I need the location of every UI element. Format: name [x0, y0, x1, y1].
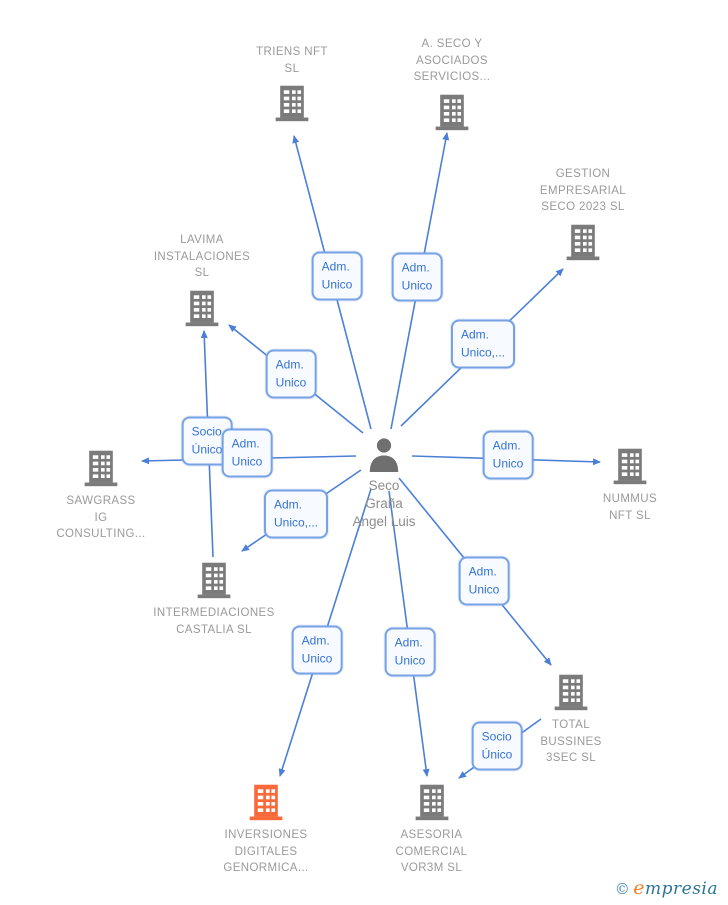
building-icon [84, 450, 118, 487]
person-node-seco-grana-angel-luis[interactable]: Seco Graña Angel Luis [339, 437, 429, 532]
company-name: INTERMEDIACIONES CASTALIA SL [153, 607, 275, 636]
company-node-asesoria-comercial-vor3m[interactable]: ASESORIA COMERCIAL VOR3M SL [384, 782, 479, 877]
company-node-a-seco-y-asociados[interactable]: A. SECO Y ASOCIADOS SERVICIOS... [400, 36, 504, 132]
company-node-lavima-instalaciones[interactable]: LAVIMA INSTALACIONES SL [142, 232, 262, 328]
relation-label-adm-unico-nummus[interactable]: Adm. Unico [482, 430, 534, 480]
building-icon-highlighted [249, 784, 283, 821]
building-icon [613, 448, 647, 485]
company-node-inversiones-digitales-genormica[interactable]: INVERSIONES DIGITALES GENORMICA... [206, 782, 326, 877]
relation-label-adm-unico-asesoria[interactable]: Adm. Unico [384, 627, 436, 677]
building-icon [197, 562, 231, 599]
building-icon [554, 674, 588, 711]
building-icon [566, 224, 600, 261]
company-name: NUMMUS NFT SL [602, 493, 658, 522]
relation-label-adm-unico-aseco[interactable]: Adm. Unico [391, 252, 443, 302]
company-node-total-bussines-3sec[interactable]: TOTAL BUSSINES 3SEC SL [525, 672, 617, 767]
relation-label-adm-unico-total-bussines[interactable]: Adm. Unico [458, 556, 510, 606]
building-icon [275, 86, 309, 122]
company-name: TRIENS NFT SL [256, 46, 328, 75]
company-node-intermediaciones-castalia[interactable]: INTERMEDIACIONES CASTALIA SL [139, 560, 289, 638]
building-icon [415, 784, 448, 821]
person-name: Seco Graña Angel Luis [352, 478, 416, 530]
relation-label-adm-unico-triens[interactable]: Adm. Unico [311, 251, 363, 301]
relation-label-adm-unico-lavima[interactable]: Adm. Unico [265, 349, 317, 399]
company-name: INVERSIONES DIGITALES GENORMICA... [223, 829, 309, 875]
relation-label-socio-unico-asesoria[interactable]: Socio Único [471, 721, 523, 771]
company-node-triens-nft[interactable]: TRIENS NFT SL [237, 44, 347, 123]
company-name: A. SECO Y ASOCIADOS SERVICIOS... [413, 38, 491, 84]
company-node-nummus-nft[interactable]: NUMMUS NFT SL [588, 446, 672, 524]
company-name: TOTAL BUSSINES 3SEC SL [540, 719, 602, 765]
company-name: LAVIMA INSTALACIONES SL [153, 234, 251, 280]
company-name: ASESORIA COMERCIAL VOR3M SL [395, 829, 468, 875]
relation-label-adm-unico-inversiones[interactable]: Adm. Unico [291, 625, 343, 675]
copyright-icon: © [614, 880, 631, 898]
building-icon [435, 94, 469, 131]
relation-label-adm-unico-sawgrass[interactable]: Adm. Unico [221, 428, 273, 478]
company-node-gestion-empresarial-seco[interactable]: GESTION EMPRESARIAL SECO 2023 SL [525, 166, 641, 262]
relation-label-adm-unico-intermediaciones[interactable]: Adm. Unico,... [263, 489, 329, 539]
company-name: GESTION EMPRESARIAL SECO 2023 SL [539, 168, 627, 214]
building-icon [185, 290, 219, 327]
relation-label-adm-unico-gestion[interactable]: Adm. Unico,... [450, 319, 516, 369]
company-name: SAWGRASS IG CONSULTING... [56, 495, 146, 541]
company-node-sawgrass-ig-consulting[interactable]: SAWGRASS IG CONSULTING... [51, 448, 151, 543]
empresia-logo[interactable]: ©empresia [614, 877, 718, 899]
person-icon [369, 438, 399, 473]
